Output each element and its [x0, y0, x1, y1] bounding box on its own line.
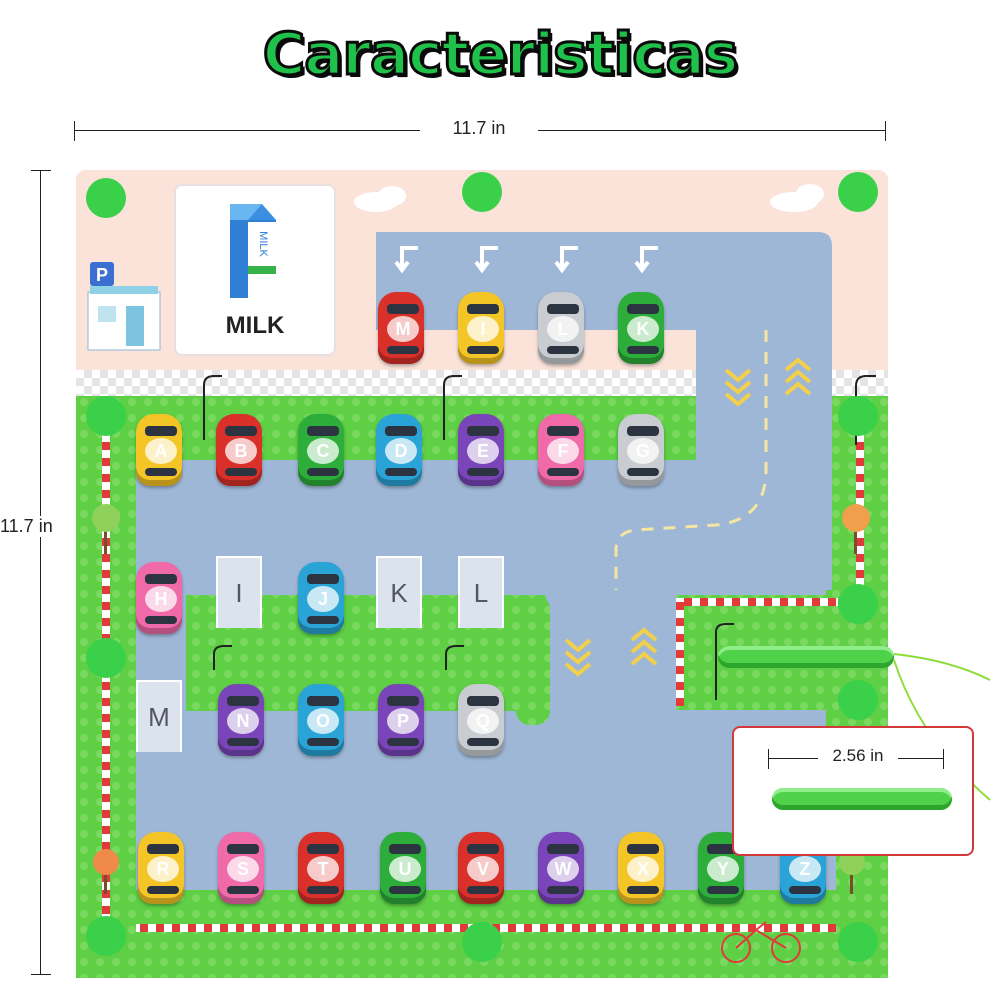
car-letter: N — [227, 708, 259, 734]
car-letter: W — [547, 856, 579, 882]
car-j[interactable]: J — [296, 562, 346, 634]
svg-text:P: P — [96, 265, 108, 285]
car-letter: K — [627, 316, 659, 342]
car-letter: B — [225, 438, 257, 464]
car-letter: S — [227, 856, 259, 882]
word-card[interactable]: MILK MILK — [176, 186, 334, 354]
car-z[interactable]: Z — [778, 832, 828, 904]
car-letter: T — [307, 856, 339, 882]
milk-carton-icon: MILK — [230, 204, 276, 298]
card-word: MILK — [225, 312, 285, 339]
car-letter: A — [145, 438, 177, 464]
car-u[interactable]: U — [378, 832, 428, 904]
height-dimension-line — [31, 170, 51, 975]
car-s[interactable]: S — [216, 832, 266, 904]
car-f[interactable]: F — [536, 414, 586, 486]
slot-letter: K — [390, 578, 408, 608]
car-t[interactable]: T — [296, 832, 346, 904]
car-letter: C — [307, 438, 339, 464]
width-dimension-label: 11.7 in — [420, 118, 538, 139]
empty-slot-l: L — [458, 556, 504, 628]
car-p[interactable]: P — [376, 684, 426, 756]
empty-slot-k: K — [376, 556, 422, 628]
pen-detail-inset: 2.56 in — [732, 726, 974, 856]
car-letter: U — [389, 856, 421, 882]
slot-letter: I — [235, 578, 243, 608]
magnetic-pen[interactable] — [718, 646, 894, 668]
empty-slot-m: M — [136, 680, 182, 752]
car-v[interactable]: V — [456, 832, 506, 904]
car-k[interactable]: K — [616, 292, 666, 364]
car-m[interactable]: M — [376, 292, 426, 364]
empty-slot-i: I — [216, 556, 262, 628]
car-h[interactable]: H — [134, 562, 184, 634]
car-letter: D — [385, 438, 417, 464]
car-letter: Z — [789, 856, 821, 882]
car-letter: F — [547, 438, 579, 464]
car-l[interactable]: L — [536, 292, 586, 364]
car-letter: Y — [707, 856, 739, 882]
car-letter: H — [145, 586, 177, 612]
car-letter: J — [307, 586, 339, 612]
car-letter: I — [467, 316, 499, 342]
car-r[interactable]: R — [136, 832, 186, 904]
slot-letter: M — [148, 702, 170, 732]
car-n[interactable]: N — [216, 684, 266, 756]
car-x[interactable]: X — [616, 832, 666, 904]
pen-dimension-label: 2.56 in — [818, 746, 898, 766]
car-e[interactable]: E — [456, 414, 506, 486]
milk-carton-label: MILK — [257, 231, 269, 257]
car-letter: O — [307, 708, 339, 734]
car-a[interactable]: A — [134, 414, 184, 486]
car-b[interactable]: B — [214, 414, 264, 486]
car-letter: L — [547, 316, 579, 342]
car-d[interactable]: D — [374, 414, 424, 486]
car-letter: X — [627, 856, 659, 882]
car-q[interactable]: Q — [456, 684, 506, 756]
slot-letter: L — [473, 578, 489, 608]
car-w[interactable]: W — [536, 832, 586, 904]
car-i[interactable]: I — [456, 292, 506, 364]
pen-detail — [772, 788, 952, 810]
car-letter: Q — [467, 708, 499, 734]
height-dimension-label: 11.7 in — [0, 516, 70, 537]
car-letter: E — [467, 438, 499, 464]
car-letter: G — [627, 438, 659, 464]
car-letter: R — [147, 856, 179, 882]
car-letter: P — [387, 708, 419, 734]
car-g[interactable]: G — [616, 414, 666, 486]
car-o[interactable]: O — [296, 684, 346, 756]
page-title: Caracteristicas — [261, 19, 740, 90]
car-c[interactable]: C — [296, 414, 346, 486]
car-letter: V — [467, 856, 499, 882]
car-letter: M — [387, 316, 419, 342]
